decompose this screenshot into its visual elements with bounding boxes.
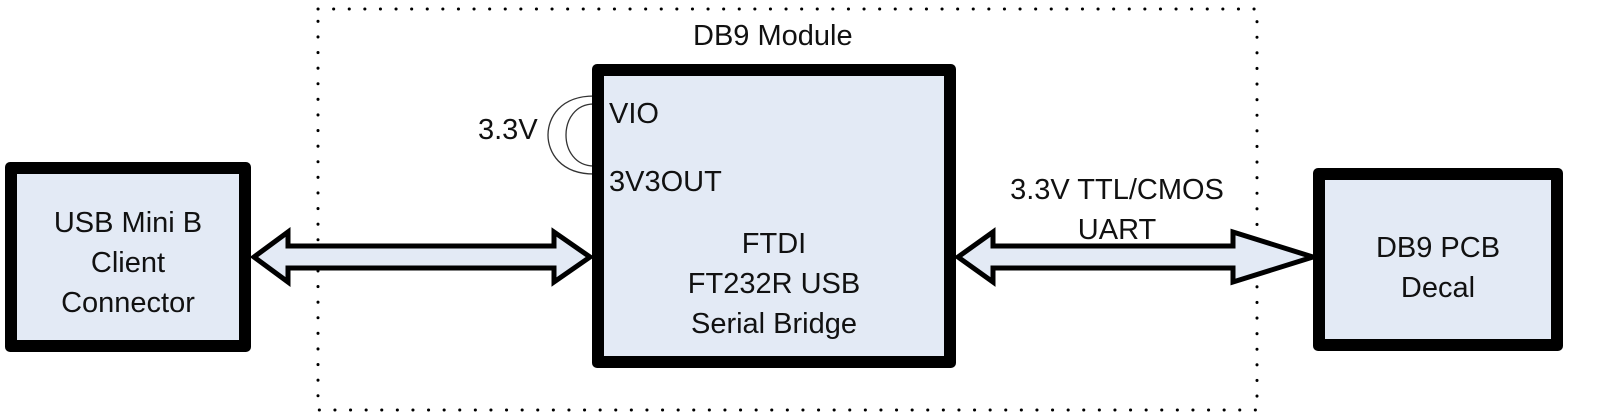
- db9-block-line-2: Decal: [1400, 272, 1476, 304]
- db9-pcb-block: DB9 PCB Decal: [1313, 168, 1563, 351]
- loopback-arrow: [547, 90, 601, 180]
- ftdi-bridge-block: VIO 3V3OUT FTDI FT232R USB Serial Bridge: [592, 64, 956, 368]
- usb-block-line-2: Client: [90, 247, 166, 279]
- ftdi-block-line-3: Serial Bridge: [690, 308, 858, 340]
- usb-ftdi-arrow: [249, 227, 595, 287]
- pin-label-3v3out: 3V3OUT: [609, 166, 722, 198]
- usb-block-line-1: USB Mini B: [53, 207, 203, 239]
- module-boundary: [316, 7, 1259, 412]
- pin-label-vio: VIO: [609, 98, 659, 130]
- loopback-voltage-label: 3.3V: [478, 114, 538, 146]
- ftdi-block-line-2: FT232R USB: [687, 268, 861, 300]
- module-title: DB9 Module: [693, 20, 853, 52]
- uart-label-line-1: 3.3V TTL/CMOS: [1010, 174, 1224, 206]
- usb-block-line-3: Connector: [61, 287, 195, 319]
- db9-block-line-1: DB9 PCB: [1375, 232, 1501, 264]
- usb-connector-block: USB Mini B Client Connector: [5, 162, 251, 352]
- uart-label-line-2: UART: [1077, 214, 1157, 246]
- ftdi-block-line-1: FTDI: [741, 228, 807, 260]
